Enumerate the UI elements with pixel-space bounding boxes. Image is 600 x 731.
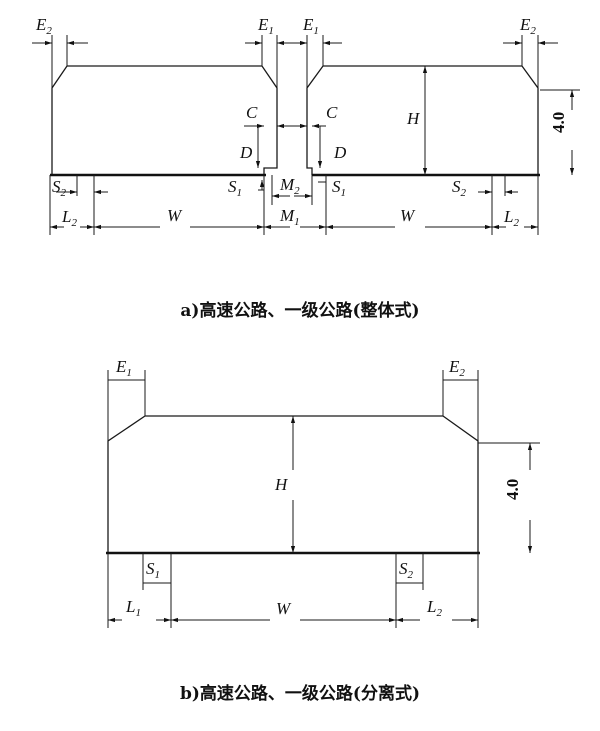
label-l2-b: L2 [426,597,442,619]
label-d-right: D [333,143,347,162]
label-d-left: D [239,143,253,162]
label-e2-right: E2 [519,15,536,37]
diagram-b: E1 E2 H 4.0 S1 S2 L1 W [106,357,540,704]
label-c-right: C [326,103,338,122]
label-c-left: C [246,103,258,122]
label-s1-right: S1 [332,177,346,199]
label-h-b: H [274,475,289,494]
label-s2-right: S2 [452,177,467,199]
label-e1-right: E1 [302,15,319,37]
label-s1-left: S1 [228,177,242,199]
right-clearance-outline [306,65,539,175]
label-w-right: W [400,206,416,225]
label-e1-b: E1 [115,357,132,379]
value-height-a: 4.0 [549,112,568,133]
label-e2-b: E2 [448,357,465,379]
label-m2: M2 [279,175,300,197]
label-m1: M1 [279,206,300,228]
caption-b: b)高速公路、一级公路(分离式) [180,683,420,704]
diagram-a: E2 E1 E1 E2 C C D D H [32,15,580,321]
value-height-b: 4.0 [503,479,522,500]
label-s1-b: S1 [146,559,160,581]
label-l2-left: L2 [61,207,77,229]
caption-a: a)高速公路、一级公路(整体式) [180,300,419,321]
label-s2-left: S2 [52,177,67,199]
label-l1-b: L1 [125,597,141,619]
label-e1-left: E1 [257,15,274,37]
label-w-b: W [276,599,292,618]
label-h-a: H [406,109,421,128]
label-e2-left: E2 [35,15,52,37]
label-s2-b: S2 [399,559,414,581]
left-clearance-outline [51,65,278,175]
label-w-left: W [167,206,183,225]
label-l2-right: L2 [503,207,519,229]
